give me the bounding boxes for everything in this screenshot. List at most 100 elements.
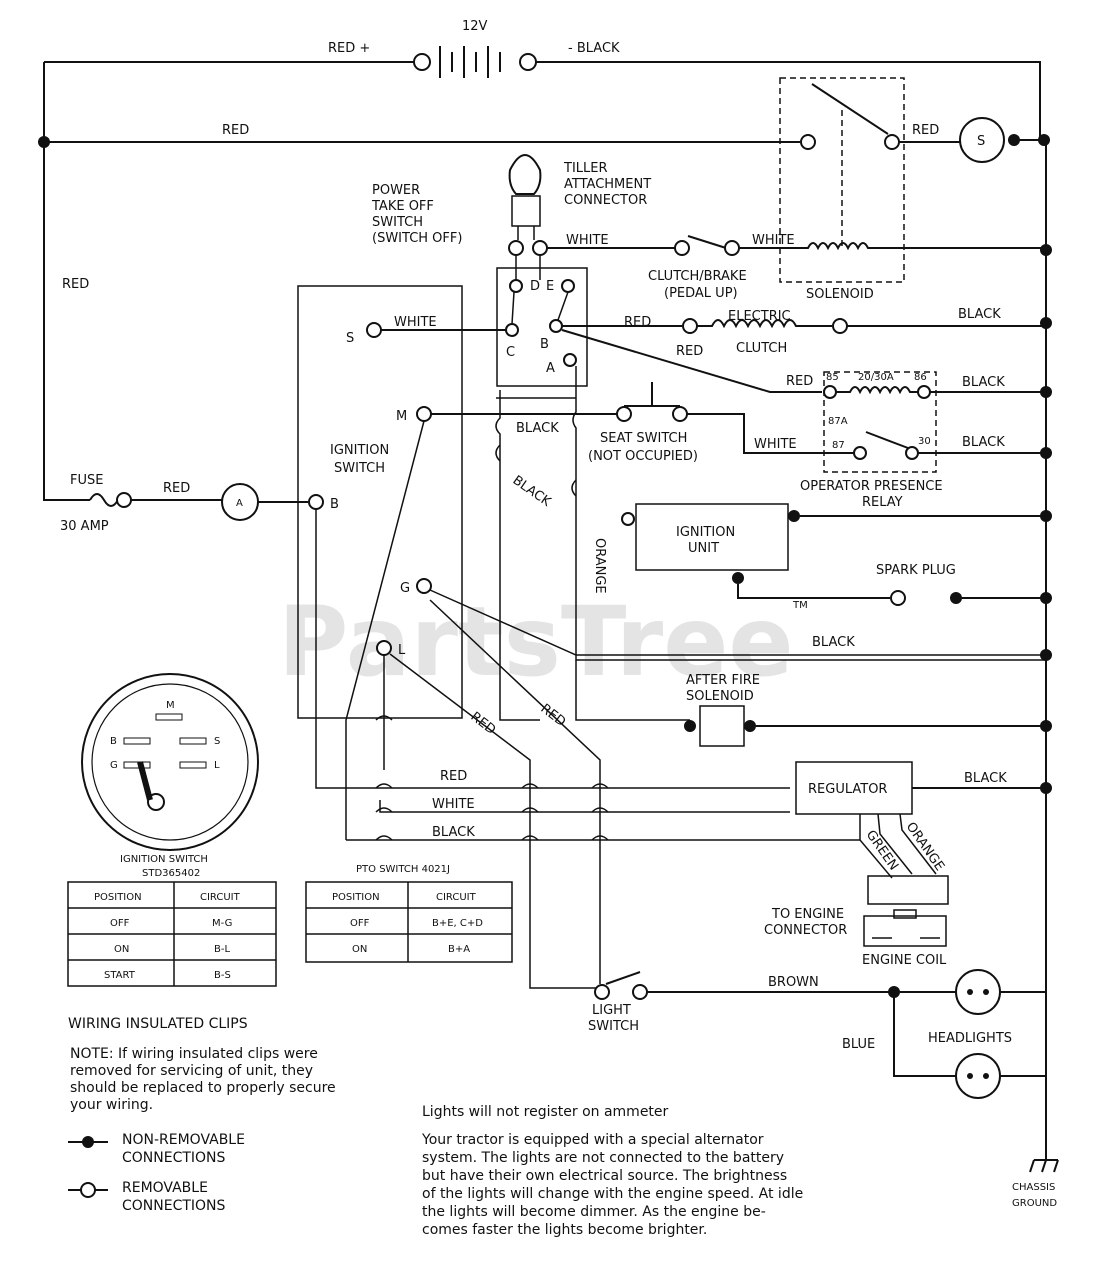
ign-face-b: B <box>110 736 117 747</box>
ignition-switch-label-2: SWITCH <box>334 461 385 476</box>
chassis-ground-symbol <box>1029 1140 1059 1173</box>
ammeter-symbol: A <box>236 498 243 509</box>
ign-terminal-g-label: G <box>400 581 410 596</box>
red-relay-wire <box>561 329 822 393</box>
solenoid-terminal <box>800 134 816 150</box>
seat-switch-terminal <box>616 406 632 422</box>
ign-table-cell: M-G <box>212 918 232 929</box>
light-switch-terminal <box>594 984 610 1000</box>
clips-note-line: removed for servicing of unit, they <box>70 1063 313 1079</box>
relay-t30-label: 30 <box>918 436 931 447</box>
pto-label-2: TAKE OFF <box>371 199 434 214</box>
ign-terminal-b <box>308 494 324 510</box>
seat-switch-terminal <box>672 406 688 422</box>
ign-face-m: M <box>166 700 175 711</box>
clutch-terminal <box>832 318 848 334</box>
relay-coil <box>836 386 918 395</box>
battery-neg-label: - BLACK <box>568 41 620 56</box>
watermark-tm: TM <box>792 600 808 611</box>
black-diag-label: BLACK <box>510 473 554 510</box>
orange-vert-label: ORANGE <box>592 538 607 594</box>
starter-label: S <box>977 134 985 149</box>
after-fire-label-2: SOLENOID <box>686 689 754 704</box>
lights-note-line: the lights will become dimmer. As the en… <box>422 1204 766 1220</box>
pto-terminal-e <box>561 279 575 293</box>
ign-table <box>67 881 277 987</box>
spark-plug-ground <box>950 592 962 604</box>
red-ammeter-label: RED <box>163 481 190 496</box>
legend-removable-symbol <box>68 1182 108 1198</box>
harness-clips <box>375 715 609 841</box>
ign-table-cell: OFF <box>110 918 130 929</box>
black-label-3: BLACK <box>962 435 1005 450</box>
clips-title: WIRING INSULATED CLIPS <box>68 1016 248 1032</box>
black-label-5: BLACK <box>964 771 1007 786</box>
solenoid-terminal <box>884 134 900 150</box>
black-regulator-label: BLACK <box>432 825 475 840</box>
pto-terminal-d <box>509 279 523 293</box>
ign-table-cell: B-S <box>214 970 231 981</box>
electric-clutch-coil <box>697 319 832 329</box>
chassis-ground-label-2: GROUND <box>1012 1198 1057 1209</box>
ign-terminal-s <box>366 322 382 338</box>
red-diag-label-1: RED <box>468 709 499 738</box>
relay-terminal-87 <box>853 446 867 460</box>
ign-terminal-m <box>416 406 432 422</box>
ign-table-header-position: POSITION <box>94 892 142 903</box>
pto-terminal-a-label: A <box>546 361 555 376</box>
relay-terminal-85 <box>823 385 837 399</box>
pto-terminal-e-label: E <box>546 279 554 294</box>
red-starter-label: RED <box>912 123 939 138</box>
pto-table-title: PTO SWITCH 4021J <box>356 864 450 875</box>
seat-switch-label-2: (NOT OCCUPIED) <box>588 449 698 464</box>
seat-switch-contact <box>624 382 680 407</box>
ignition-unit-terminal <box>621 512 635 526</box>
pto-table-cell: ON <box>352 944 367 955</box>
after-fire-label-1: AFTER FIRE <box>686 673 760 688</box>
ign-face-l: L <box>214 760 220 771</box>
orange-regulator-label: ORANGE <box>903 820 947 874</box>
pto-label-1: POWER <box>372 183 420 198</box>
red-left-label: RED <box>62 277 89 292</box>
ignition-unit-ground <box>788 510 800 522</box>
legend-removable-1: REMOVABLE <box>122 1180 208 1196</box>
brown-label: BROWN <box>768 975 819 990</box>
relay-terminal-86 <box>917 385 931 399</box>
ignition-unit-output <box>732 572 744 584</box>
seat-switch-label-1: SEAT SWITCH <box>600 431 687 446</box>
legend-removable-2: CONNECTIONS <box>122 1198 226 1214</box>
relay-t86-label: 86 <box>914 372 927 383</box>
red-l-light-wire <box>389 653 598 989</box>
tiller-label-1: TILLER <box>563 161 608 176</box>
black-g-wire <box>429 589 1046 656</box>
solenoid-box <box>779 77 905 283</box>
pto-table-cell: B+E, C+D <box>432 918 483 929</box>
tiller-terminal <box>508 240 524 256</box>
relay-t87a-label: 87A <box>828 416 848 427</box>
lights-note-line: system. The lights are not connected to … <box>422 1150 784 1166</box>
solenoid-label: SOLENOID <box>806 287 874 302</box>
red-clutch-label: RED <box>624 315 651 330</box>
tiller-connector-icon <box>508 154 542 240</box>
electric-clutch-label-1: ELECTRIC <box>728 309 791 324</box>
relay-label-1: OPERATOR PRESENCE <box>800 479 943 494</box>
electric-clutch-label-2: CLUTCH <box>736 341 787 356</box>
headlight-2 <box>955 1053 1001 1099</box>
ign-terminal-l <box>376 640 392 656</box>
clutch-brake-terminal <box>724 240 740 256</box>
tiller-label-2: ATTACHMENT <box>564 177 651 192</box>
relay-box <box>823 371 937 473</box>
after-fire-solenoid <box>699 705 745 747</box>
relay-t87-label: 87 <box>832 440 845 451</box>
engine-connector <box>867 875 949 905</box>
black-harness-wire <box>495 390 540 721</box>
solenoid-coil-wire <box>739 242 1046 251</box>
red-relay-label-2: RED <box>786 374 813 389</box>
battery <box>44 46 1041 140</box>
ground-junctions <box>1040 244 1052 794</box>
after-fire-ground <box>744 720 756 732</box>
engine-coil <box>863 915 947 947</box>
headlight-1 <box>955 969 1001 1015</box>
clips-note-line: should be replaced to properly secure <box>70 1080 336 1096</box>
lights-note-title: Lights will not register on ammeter <box>422 1104 669 1120</box>
